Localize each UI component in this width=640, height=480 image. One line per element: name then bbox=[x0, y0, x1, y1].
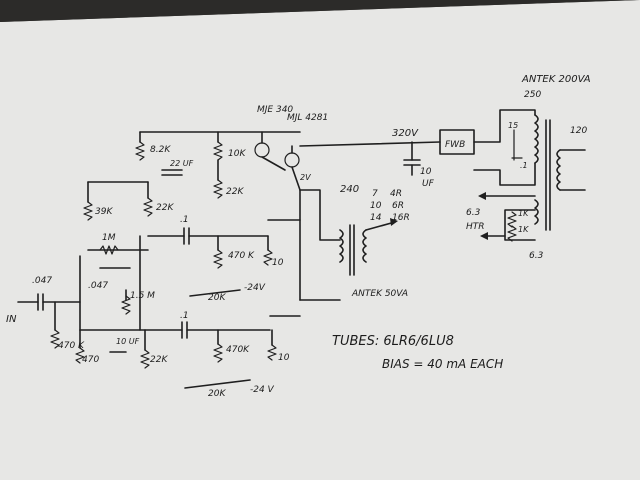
tubes-note: TUBES: 6LR6/6LU8 bbox=[332, 334, 454, 349]
heater-label: HTR bbox=[466, 222, 485, 232]
c-10uf-label: 10 UF bbox=[116, 337, 140, 346]
filament-voltage-label: 6.3 bbox=[529, 251, 544, 261]
supply-cap-value: 10 bbox=[420, 167, 432, 177]
in-cap-label: .047 bbox=[32, 276, 52, 286]
fwb-to-pt-wire bbox=[473, 109, 536, 143]
resistor-10k bbox=[213, 141, 223, 161]
c-22uf-label: 22 UF bbox=[170, 159, 194, 168]
heater-tap-label: 6.3 bbox=[466, 208, 481, 218]
c-01b-label: .1 bbox=[180, 311, 189, 321]
pot-20k-b-body bbox=[184, 379, 251, 389]
ot-secondary-arrow bbox=[365, 221, 396, 231]
plate-supply-label: 2V bbox=[300, 173, 311, 182]
heater-resistor-2 bbox=[507, 225, 517, 242]
resistor-470k-in bbox=[50, 329, 60, 349]
supply-voltage-label: 320V bbox=[392, 128, 419, 139]
resistor-22k-top bbox=[213, 179, 223, 199]
rect-cap-1-label: 15 bbox=[508, 121, 518, 130]
ot-tap-14: 14 bbox=[370, 213, 382, 223]
neg-24v-a-label: -24V bbox=[244, 283, 266, 293]
ot-primary-lead bbox=[299, 189, 341, 241]
r-10-b-label: 10 bbox=[278, 353, 290, 363]
r-10-a-label: 10 bbox=[272, 258, 284, 268]
resistor-10-b bbox=[267, 344, 277, 361]
pt-secondary-coil bbox=[534, 114, 539, 164]
ot-tap-10: 10 bbox=[370, 201, 382, 211]
r-22k-top-label: 22K bbox=[226, 187, 244, 197]
r-22k-c-label: 22K bbox=[150, 355, 168, 365]
rect-cap-2-label: .1 bbox=[520, 161, 528, 170]
pot-20k-a-label: 20K bbox=[208, 293, 226, 303]
resistor-1m bbox=[99, 245, 119, 255]
input-label: IN bbox=[6, 314, 17, 325]
c-01-label: .1 bbox=[180, 215, 189, 225]
pot-20k-a-body bbox=[189, 289, 241, 297]
ot-tap-16r: 16R bbox=[392, 213, 410, 223]
r-39k-label: 39K bbox=[95, 207, 113, 217]
r-470-label: 470 bbox=[82, 355, 99, 365]
heater-arrow-head bbox=[478, 192, 486, 200]
power-secondary-voltage: 250 bbox=[524, 90, 541, 100]
bias-note: BIAS = 40 mA EACH bbox=[382, 357, 503, 371]
resistor-1-5m bbox=[121, 295, 131, 315]
r-10k-label: 10K bbox=[228, 149, 246, 159]
transistor-label-1: MJE 340 bbox=[257, 105, 293, 115]
heater-arrow-head-2 bbox=[480, 232, 488, 240]
resistor-22k-b bbox=[143, 197, 153, 217]
power-transformer-label: ANTEK 200VA bbox=[521, 74, 591, 85]
heater-divider-wire bbox=[504, 209, 536, 241]
neg-24v-b-label: -24 V bbox=[250, 385, 275, 395]
ot-secondary-coil bbox=[362, 229, 367, 263]
pt-primary-coil bbox=[556, 149, 561, 191]
input-stage: 8.2K 22 UF 10K 22K 39K 22K .1 1M .047 1 bbox=[6, 131, 269, 369]
r-470k-b-label: 470K bbox=[226, 345, 250, 355]
resistor-39k bbox=[83, 201, 93, 221]
transistor-1-emitter bbox=[261, 156, 286, 171]
c-047b-label: .047 bbox=[88, 281, 108, 291]
power-primary-voltage: 120 bbox=[570, 126, 587, 136]
r-8-2k-label: 8.2K bbox=[150, 145, 171, 155]
resistor-470k-b bbox=[213, 343, 223, 363]
resistor-470k-a bbox=[213, 249, 223, 269]
ot-tap-7: 7 bbox=[372, 189, 378, 199]
resistor-470 bbox=[75, 347, 85, 364]
ot-tap-6r: 6R bbox=[392, 201, 404, 211]
transistor-label-2: MJL 4281 bbox=[287, 113, 328, 123]
resistor-10-a bbox=[263, 249, 273, 266]
supply-cap-unit: UF bbox=[422, 179, 435, 189]
fwb-return-wire bbox=[473, 162, 536, 186]
power-supply: ANTEK 200VA 250 120 6.3 FWB 15 .1 10 UF … bbox=[392, 74, 591, 261]
r-22k-b-label: 22K bbox=[156, 203, 174, 213]
ot-tap-4r: 4R bbox=[390, 189, 402, 199]
ot-name: ANTEK 50VA bbox=[351, 289, 408, 299]
r-470-in-label: 470 K bbox=[58, 341, 85, 351]
heater-resistor-1 bbox=[507, 211, 517, 228]
plate-voltage-label: 240 bbox=[340, 184, 359, 195]
fwb-label: FWB bbox=[445, 140, 465, 150]
b-plus-rail: MJE 340 MJL 4281 2V 240 bbox=[139, 105, 441, 195]
top-rail-right bbox=[299, 141, 441, 147]
driver-stage: .1 470 K 20K -24V 470K 20K -24 V 10 10 bbox=[144, 189, 341, 399]
output-transformer: 7 10 14 4R 6R 16R ANTEK 50VA bbox=[299, 189, 410, 299]
paper-shadow bbox=[0, 0, 640, 22]
notes: TUBES: 6LR6/6LU8 BIAS = 40 mA EACH bbox=[332, 334, 503, 371]
ot-primary-coil bbox=[339, 229, 344, 263]
resistor-22k-c bbox=[140, 349, 150, 369]
heater-r2-label: 1K bbox=[518, 225, 529, 234]
r-1m-label: 1M bbox=[102, 233, 116, 243]
pot-20k-b-label: 20K bbox=[208, 389, 226, 399]
r-1-5m-label: 1.5 M bbox=[130, 291, 155, 301]
heater-r1-label: 1K bbox=[518, 209, 529, 218]
r-470k-a-label: 470 K bbox=[228, 251, 255, 261]
resistor-8-2k bbox=[135, 141, 145, 161]
transistor-2-emitter bbox=[291, 166, 301, 191]
ot-arrow-head bbox=[390, 218, 398, 226]
pt-filament-coil bbox=[534, 199, 539, 225]
